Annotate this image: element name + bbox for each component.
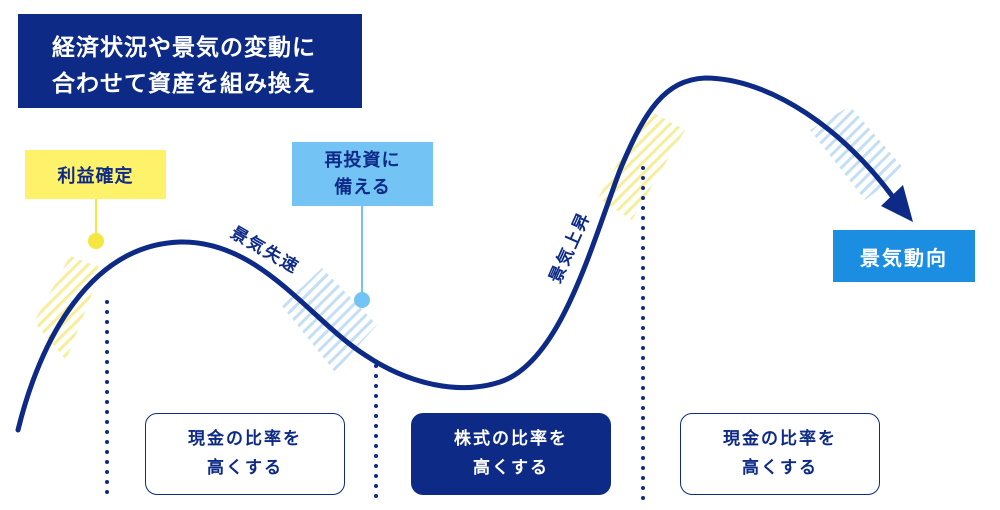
divider-dot [374,464,378,468]
divider-dot [374,414,378,418]
divider-dot [641,416,645,420]
cycle-curve [15,75,898,433]
divider-dot [641,196,645,200]
divider-dot [105,330,109,334]
hatch-regions [34,106,905,372]
divider-dot [641,346,645,350]
divider-dot [105,460,109,464]
divider-dot [641,276,645,280]
divider-dot [641,456,645,460]
divider-dot [374,484,378,488]
reinvest-label-line-1: 再投資に [324,150,401,171]
phase-box-cash-1: 現金の比率を 高くする [145,413,345,495]
divider-dot [105,490,109,494]
divider-dot [641,336,645,340]
divider-dot [105,450,109,454]
divider-dot [641,386,645,390]
divider-dot [105,360,109,364]
phase-box-cash-2: 現金の比率を 高くする [680,413,880,495]
divider-dot [105,440,109,444]
divider-dot [105,420,109,424]
divider-dot [641,426,645,430]
divider-dot [105,390,109,394]
divider-dot [105,350,109,354]
phase-2-line-2: 高くする [473,458,549,478]
divider-dot [105,480,109,484]
divider-dot [374,434,378,438]
divider-dot [641,366,645,370]
divider-dot [641,486,645,490]
divider-dot [105,310,109,314]
title-box: 経済状況や景気の変動に 合わせて資産を組み換え [18,14,362,108]
divider-dot [641,286,645,290]
divider-dot [374,374,378,378]
reinvest-tag: 再投資に 備える [292,142,433,206]
divider-dot [105,430,109,434]
phase-2-line-1: 株式の比率を [454,429,568,449]
divider-dot [105,320,109,324]
profit-taking-label: 利益確定 [57,165,134,187]
divider-dot [374,394,378,398]
business-trend-tag: 景気動向 [833,230,975,282]
divider-dot [641,246,645,250]
divider-dot [105,410,109,414]
divider-dot [641,446,645,450]
divider-dot [374,474,378,478]
divider-dot [641,166,645,170]
divider-dot [105,380,109,384]
divider-dot [641,226,645,230]
divider-dot [641,206,645,210]
title-line-2: 合わせて資産を組み換え [52,71,316,97]
divider-dot [374,454,378,458]
divider-dot [105,300,109,304]
phase-box-stock: 株式の比率を 高くする [411,413,611,495]
divider-3 [641,166,645,500]
hatch-rise [598,110,685,220]
divider-dot [374,424,378,428]
divider-dot [641,306,645,310]
divider-dot [641,466,645,470]
divider-dot [641,406,645,410]
divider-dot [641,316,645,320]
divider-dot [641,496,645,500]
divider-dot [641,296,645,300]
profit-taking-tag: 利益確定 [25,150,166,199]
divider-dot [641,176,645,180]
divider-dot [641,396,645,400]
phase-1-line-1: 現金の比率を [188,429,302,449]
divider-dot [374,494,378,498]
profit-pointer-dot [88,233,104,249]
divider-dot [374,404,378,408]
divider-dot [105,340,109,344]
phase-3-line-1: 現金の比率を [723,429,837,449]
divider-1 [105,300,109,494]
curve-arrowhead [881,185,913,222]
divider-dot [641,216,645,220]
phase-dividers [105,166,645,500]
divider-dot [105,400,109,404]
divider-dot [641,476,645,480]
divider-dot [641,376,645,380]
divider-dot [641,266,645,270]
divider-dot [641,356,645,360]
divider-dot [641,256,645,260]
divider-dot [641,436,645,440]
divider-dot [641,326,645,330]
divider-dot [374,384,378,388]
divider-dot [105,370,109,374]
title-line-1: 経済状況や景気の変動に [52,35,316,61]
divider-dot [641,236,645,240]
reinvest-pointer-dot [354,292,370,308]
reinvest-label-line-2: 備える [334,177,391,198]
phase-1-line-2: 高くする [207,458,283,478]
phase-3-line-2: 高くする [742,458,818,478]
divider-dot [374,444,378,448]
business-trend-label: 景気動向 [860,245,948,270]
divider-dot [105,470,109,474]
divider-2 [374,364,378,498]
divider-dot [641,186,645,190]
